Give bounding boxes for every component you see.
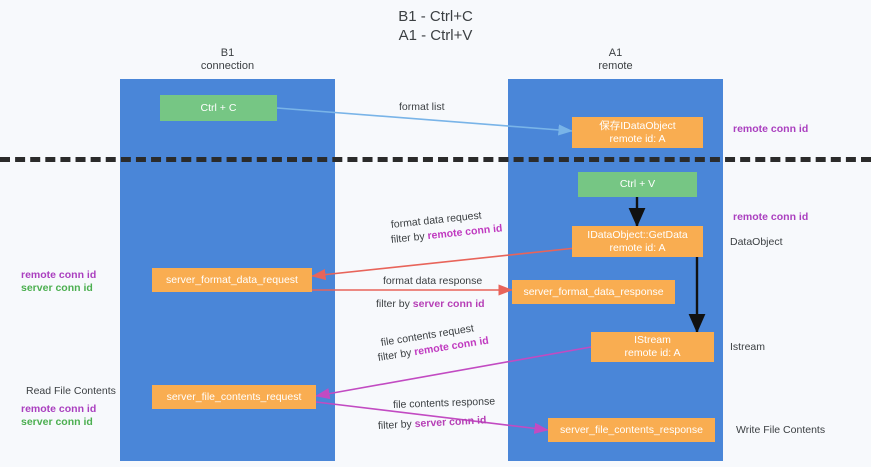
- label-format-data-response-filter: filter by server conn id: [376, 298, 485, 311]
- node-server-format-data-request[interactable]: server_format_data_request: [152, 268, 312, 292]
- node-idataobject[interactable]: 保存IDataObject remote id: A: [572, 117, 703, 148]
- annotation-left-server-conn-id-1: server conn id: [21, 282, 93, 294]
- lane-header-b1-name: B1: [220, 47, 235, 59]
- lane-header-a1: A1 remote: [538, 47, 693, 73]
- lane-header-a1-name: A1: [608, 47, 623, 59]
- label-file-contents-response-filter-value: server conn id: [414, 414, 487, 431]
- node-server-file-contents-request-label: server_file_contents_request: [166, 390, 302, 403]
- annotation-read-file-contents: Read File Contents: [26, 385, 116, 397]
- node-getdata-line-1: IDataObject::GetData: [587, 228, 688, 241]
- label-format-data-response-filter-value: server conn id: [412, 298, 485, 310]
- label-file-contents-response-filter-prefix: filter by: [377, 418, 416, 432]
- node-server-format-data-response-label: server_format_data_response: [523, 285, 664, 298]
- node-istream-line-2: remote id: A: [624, 347, 681, 359]
- diagram-title-line-2: A1 - Ctrl+V: [398, 27, 473, 44]
- node-ctrl-v[interactable]: Ctrl + V: [578, 172, 697, 197]
- label-format-data-response-filter-prefix: filter by: [376, 298, 413, 310]
- node-server-file-contents-response-label: server_file_contents_response: [559, 423, 703, 436]
- annotation-istream: Istream: [730, 341, 766, 353]
- node-server-format-data-request-label: server_format_data_request: [166, 273, 298, 286]
- label-format-list: format list: [399, 101, 445, 113]
- lane-header-b1-subtitle: connection: [200, 60, 255, 72]
- node-getdata-line-2: remote id: A: [609, 241, 666, 254]
- node-istream[interactable]: IStream remote id: A: [591, 332, 714, 362]
- node-idataobject-line-1: 保存IDataObject: [599, 119, 676, 132]
- node-ctrl-v-label: Ctrl + V: [619, 178, 656, 190]
- annotation-left-remote-conn-id-2: remote conn id: [21, 403, 97, 415]
- label-format-data-request-filter-prefix: filter by: [390, 230, 429, 246]
- annotation-left-remote-conn-id-1: remote conn id: [21, 269, 97, 281]
- annotation-dataobject: DataObject: [730, 236, 783, 248]
- node-server-file-contents-request[interactable]: server_file_contents_request: [152, 385, 316, 409]
- annotation-remote-conn-id-top: remote conn id: [733, 123, 809, 135]
- node-server-file-contents-response[interactable]: server_file_contents_response: [548, 418, 715, 442]
- node-istream-line-1: IStream: [634, 334, 671, 346]
- annotation-write-file-contents: Write File Contents: [736, 424, 826, 436]
- diagram-title: B1 - Ctrl+C A1 - Ctrl+V: [0, 7, 871, 45]
- label-format-data-response: format data response: [383, 275, 483, 287]
- annotation-remote-conn-id-mid: remote conn id: [733, 211, 809, 223]
- lane-header-b1: B1 connection: [150, 47, 305, 73]
- label-file-contents-response: file contents response: [392, 395, 496, 411]
- phase-divider: [0, 157, 871, 162]
- node-ctrl-c-label: Ctrl + C: [200, 101, 237, 114]
- node-getdata[interactable]: IDataObject::GetData remote id: A: [572, 226, 703, 257]
- node-idataobject-line-2: remote id: A: [609, 132, 666, 145]
- node-ctrl-c[interactable]: Ctrl + C: [160, 95, 277, 121]
- node-server-format-data-response[interactable]: server_format_data_response: [512, 280, 675, 304]
- label-file-contents-response-filter: filter by server conn id: [378, 414, 487, 433]
- diagram-title-line-1: B1 - Ctrl+C: [398, 8, 473, 25]
- lane-header-a1-subtitle: remote: [598, 60, 633, 72]
- annotation-left-server-conn-id-2: server conn id: [21, 416, 93, 428]
